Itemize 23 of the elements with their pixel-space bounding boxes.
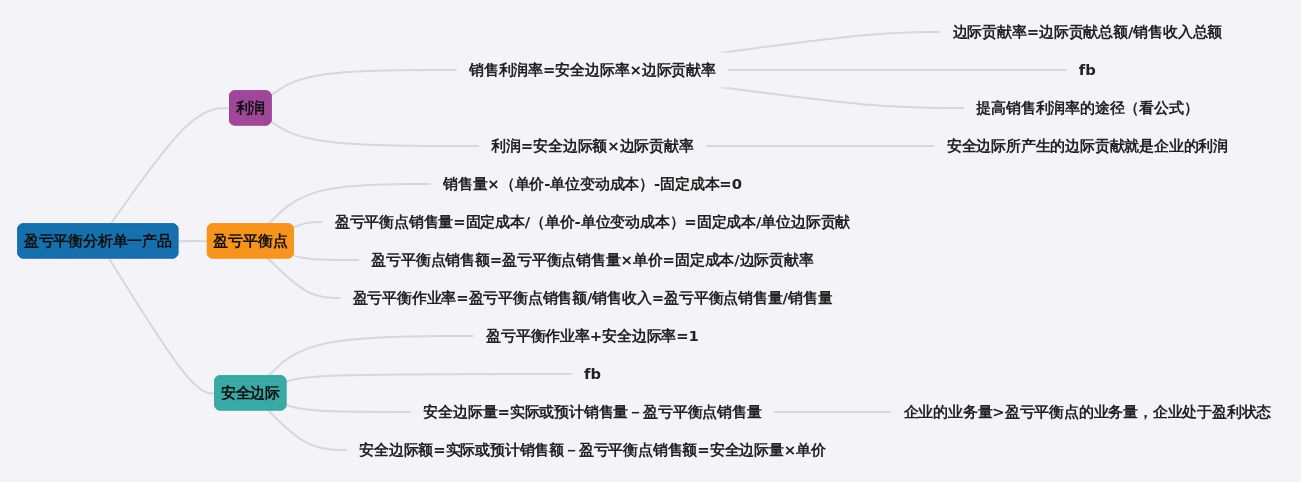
connector — [292, 254, 361, 261]
connector — [270, 121, 481, 147]
connector — [267, 409, 349, 451]
node-text: 提高销售利润率的途径（看公式） — [976, 98, 1199, 117]
node-text: 安全边际量=实际或预计销售量－盈亏平衡点销售量 — [423, 402, 762, 421]
node-text: 盈亏平衡点销售量=固定成本/（单价-单位变动成本）=固定成本/单位边际贡献 — [334, 212, 851, 231]
node-text: 盈亏平衡作业率+安全边际率=1 — [486, 326, 699, 345]
node-text: 盈亏平衡点销售额=盈亏平衡点销售量×单价=固定成本/边际贡献率 — [371, 250, 814, 269]
node-text: 安全边际所产生的边际贡献就是企业的利润 — [946, 136, 1229, 155]
node-text: 盈亏平衡作业率=盈亏平衡点销售额/销售收入=盈亏平衡点销售量/销售量 — [352, 288, 833, 307]
node-text: fb — [583, 364, 601, 383]
connector — [292, 221, 324, 229]
node-text: 边际贡献率=边际贡献总额/销售收入总额 — [952, 22, 1223, 41]
connector — [285, 404, 413, 413]
node-text: 销售利润率=安全边际率×边际贡献率 — [469, 60, 716, 79]
connector — [270, 69, 459, 96]
node-text: 安全边际额=实际或预计销售额－盈亏平衡点销售额=安全边际量×单价 — [359, 440, 826, 459]
connector — [285, 373, 574, 383]
connector — [267, 257, 342, 299]
node-text: fb — [1078, 60, 1096, 79]
node-text: 企业的业务量>盈亏平衡点的业务量，企业处于盈利状态 — [903, 402, 1272, 421]
node-text: 销售量×（单价-单位变动成本）-固定成本=0 — [442, 174, 743, 193]
node-text: 利润=安全边际额×边际贡献率 — [491, 136, 694, 155]
